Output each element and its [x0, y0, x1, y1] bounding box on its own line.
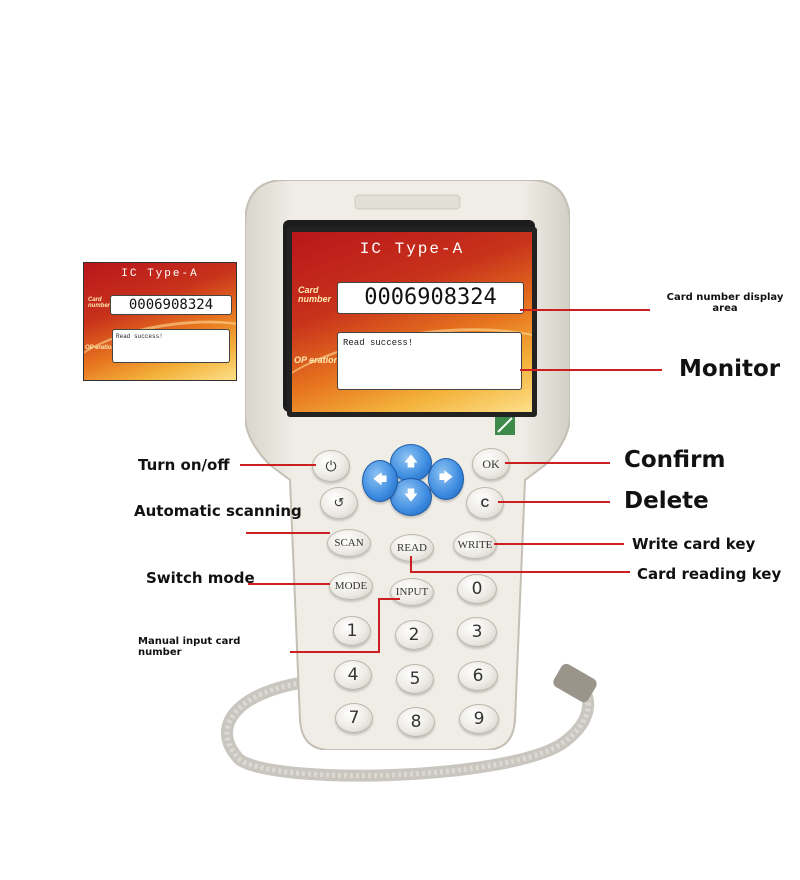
callout-line-card-display — [520, 309, 650, 311]
callout-line-delete — [498, 501, 610, 503]
arrow-right-icon: 🡆 — [438, 469, 454, 485]
back-button[interactable]: ↺ — [320, 487, 358, 519]
screen-title: IC Type-A — [359, 240, 465, 258]
input-label: INPUT — [395, 586, 429, 598]
thumb-card-number-field: 0006908324 — [110, 295, 232, 315]
scan-label: SCAN — [334, 537, 364, 549]
power-button[interactable]: ⏻ — [312, 450, 350, 482]
label-monitor: Monitor — [679, 356, 781, 382]
left-arrow-button[interactable]: 🡄 — [362, 460, 398, 502]
key-1[interactable]: 1 — [333, 616, 371, 646]
write-label: WRITE — [457, 539, 493, 551]
callout-line-card-reading — [410, 571, 630, 573]
clear-button[interactable]: C — [466, 487, 504, 519]
callout-line-write-card — [494, 543, 624, 545]
arrow-left-icon: 🡄 — [372, 471, 388, 487]
key-6[interactable]: 6 — [458, 661, 498, 691]
label-card-number-display: Card number display area — [666, 292, 784, 314]
card-number-label: Card number — [298, 286, 331, 304]
callout-line-manual-input — [290, 651, 380, 653]
callout-line-monitor — [520, 369, 662, 371]
label-write-card-key: Write card key — [632, 535, 756, 553]
card-number-field: 0006908324 — [337, 282, 524, 314]
key-4[interactable]: 4 — [334, 660, 372, 690]
key-2[interactable]: 2 — [395, 620, 433, 650]
back-icon: ↺ — [333, 495, 345, 510]
card-number-label-line1: Card — [298, 285, 319, 295]
ok-label: OK — [482, 456, 500, 471]
key-8-label: 8 — [410, 712, 422, 732]
arrow-down-icon: 🡇 — [403, 487, 419, 503]
key-4-label: 4 — [347, 665, 359, 685]
operation-label: OP eration — [294, 355, 340, 365]
thumbnail-screen: IC Type-A Card number 0006908324 OP erat… — [83, 262, 237, 381]
mode-button[interactable]: MODE — [329, 572, 373, 600]
label-delete: Delete — [624, 488, 709, 514]
thumb-card-label: Card number — [88, 297, 110, 309]
key-8[interactable]: 8 — [397, 707, 435, 737]
label-confirm: Confirm — [624, 447, 726, 473]
key-5-label: 5 — [409, 669, 421, 689]
main-screen: IC Type-A Card number 0006908324 OP erat… — [287, 227, 537, 417]
label-switch-mode: Switch mode — [146, 569, 255, 587]
key-3-label: 3 — [471, 622, 483, 642]
label-automatic-scanning: Automatic scanning — [134, 502, 302, 520]
label-card-reading-key: Card reading key — [637, 565, 782, 583]
scan-button[interactable]: SCAN — [327, 529, 371, 557]
callout-line-automatic-scanning — [246, 532, 330, 534]
key-0-label: 0 — [471, 579, 483, 599]
thumb-card-label-line1: Card — [88, 297, 102, 303]
key-7[interactable]: 7 — [335, 703, 373, 733]
label-turn-on-off: Turn on/off — [138, 456, 230, 474]
card-number-label-line2: number — [298, 294, 332, 304]
callout-vline-manual-input — [378, 598, 380, 652]
key-2-label: 2 — [408, 625, 420, 645]
callout-line-turn-on-off — [240, 464, 316, 466]
thumb-operation-field: Read success! — [112, 329, 230, 363]
input-button[interactable]: INPUT — [390, 578, 434, 606]
mode-label: MODE — [334, 580, 368, 592]
callout-line-switch-mode — [248, 583, 330, 585]
key-1-label: 1 — [346, 621, 358, 641]
thumb-card-label-line2: number — [88, 303, 111, 309]
callout-vline-card-reading — [410, 556, 412, 572]
callout-line-confirm — [505, 462, 610, 464]
right-arrow-button[interactable]: 🡆 — [428, 458, 464, 500]
read-label: READ — [397, 542, 427, 554]
thumb-operation-label: OP eration — [85, 345, 116, 351]
key-9[interactable]: 9 — [459, 704, 499, 734]
thumb-screen-title: IC Type-A — [121, 268, 199, 280]
write-button[interactable]: WRITE — [453, 531, 497, 559]
arrow-up-icon: 🡅 — [403, 453, 419, 469]
read-button[interactable]: READ — [390, 534, 434, 562]
key-6-label: 6 — [472, 666, 484, 686]
lanyard-strap — [221, 663, 597, 782]
key-9-label: 9 — [473, 709, 485, 729]
clear-label: C — [480, 496, 490, 510]
label-manual-input: Manual input card number — [138, 636, 241, 658]
operation-field: Read success! — [337, 332, 522, 390]
power-icon: ⏻ — [325, 457, 337, 474]
callout-line-manual-input-top — [378, 598, 400, 600]
ok-button[interactable]: OK — [472, 448, 510, 480]
key-0[interactable]: 0 — [457, 574, 497, 604]
key-3[interactable]: 3 — [457, 617, 497, 647]
key-7-label: 7 — [348, 708, 360, 728]
key-5[interactable]: 5 — [396, 664, 434, 694]
